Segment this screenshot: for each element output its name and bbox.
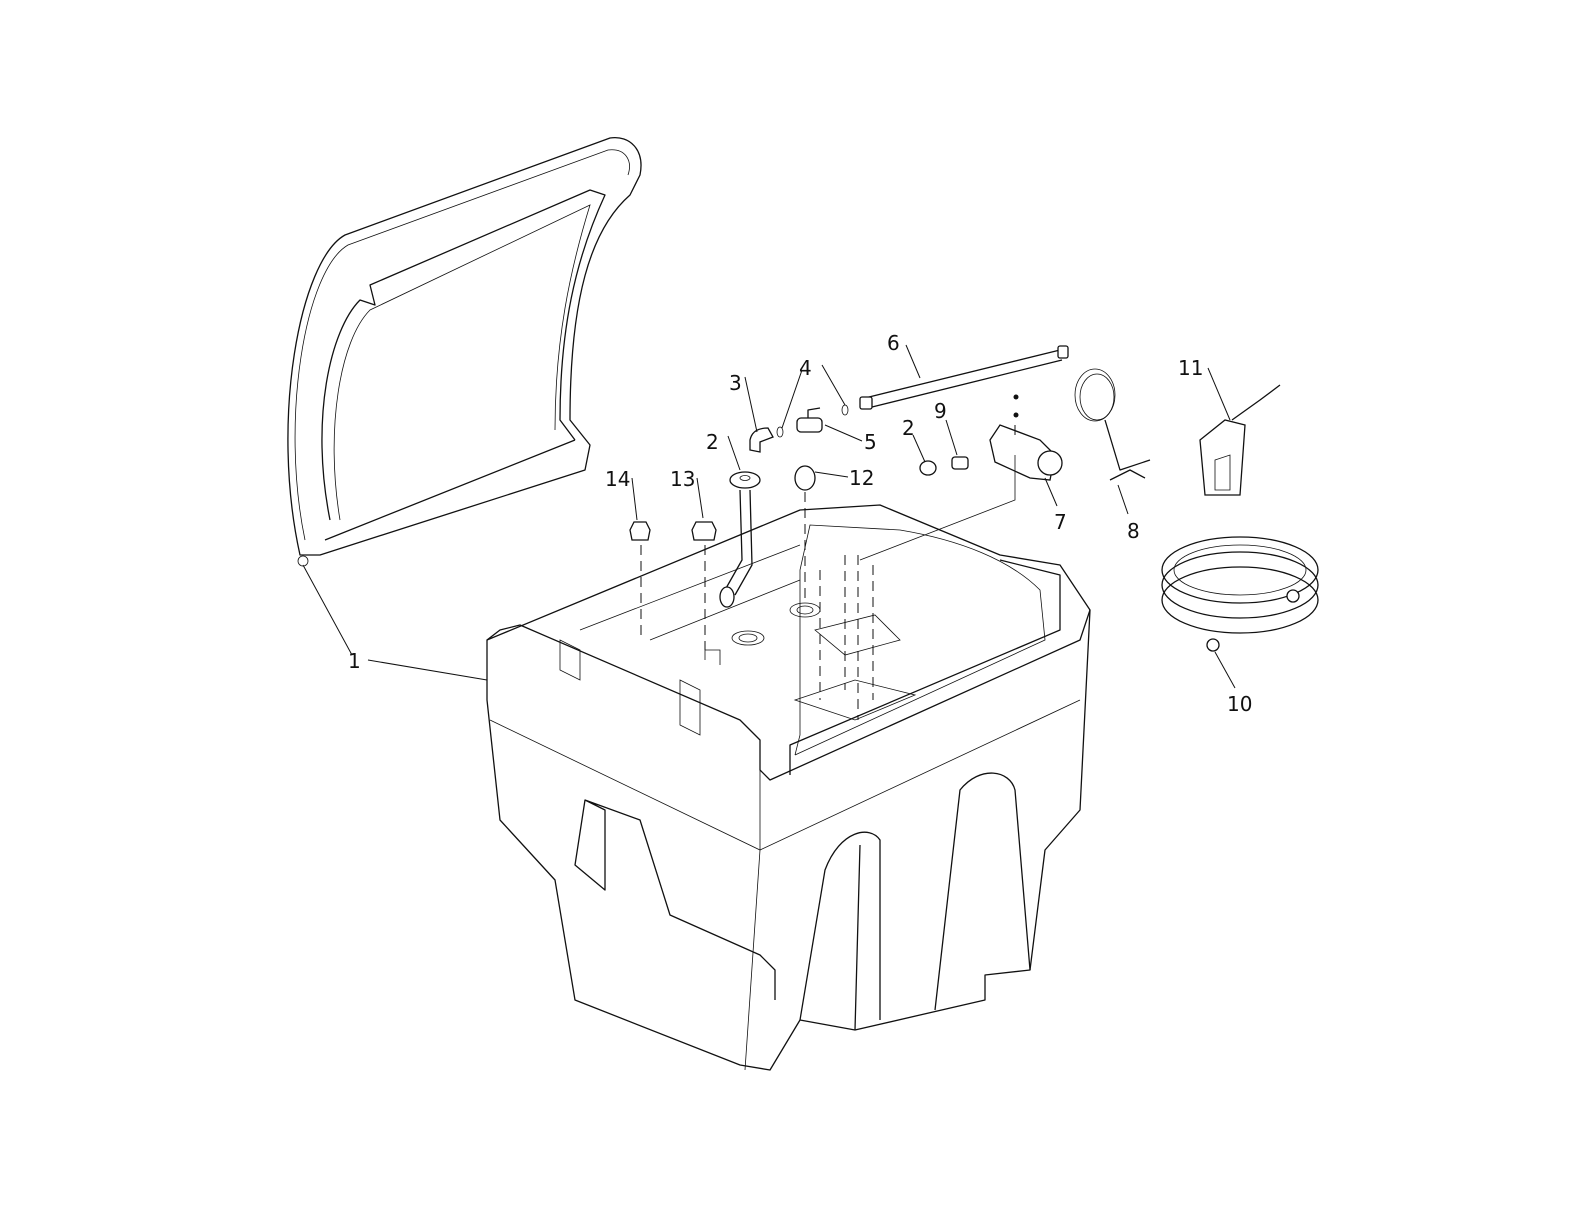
callout-5: 5: [864, 430, 877, 454]
callout-11: 11: [1178, 356, 1203, 380]
callout-8: 8: [1127, 519, 1140, 543]
callout-6: 6: [887, 331, 900, 355]
callout-2-bushing: 2: [902, 416, 915, 440]
callout-2-grommet: 2: [706, 430, 719, 454]
hose-6: [859, 345, 1069, 410]
battery-cable-clamps: [1074, 368, 1151, 481]
tank-lid: [287, 137, 642, 567]
callout-7: 7: [1054, 510, 1067, 534]
callout-9: 9: [934, 399, 947, 423]
ball-valve: [796, 407, 823, 433]
suction-tube: [719, 471, 761, 608]
fitting-9: [951, 456, 969, 470]
callout-12: 12: [849, 466, 874, 490]
o-ring-2: [841, 404, 849, 416]
fuel-nozzle: [1199, 384, 1281, 496]
callout-labels: 1 2 3 4 5 6 7 8 9 2 10 11 12 13 14: [348, 331, 1252, 716]
callout-14: 14: [605, 467, 630, 491]
coiled-hose: [1161, 536, 1319, 652]
assembly-lines: [640, 425, 1016, 720]
callout-13: 13: [670, 467, 695, 491]
cap-14: [629, 521, 651, 541]
o-ring-1: [776, 426, 784, 438]
callout-3: 3: [729, 371, 742, 395]
fill-cap-12: [794, 465, 816, 491]
callout-1: 1: [348, 649, 361, 673]
tank-body: [486, 504, 1091, 1071]
elbow-fitting: [749, 427, 774, 453]
bushing-2: [919, 460, 937, 476]
callout-10: 10: [1227, 692, 1252, 716]
callout-4: 4: [799, 356, 812, 380]
cap-13: [691, 521, 717, 541]
pump: [859, 394, 1063, 561]
leader-lines: [302, 344, 1236, 689]
